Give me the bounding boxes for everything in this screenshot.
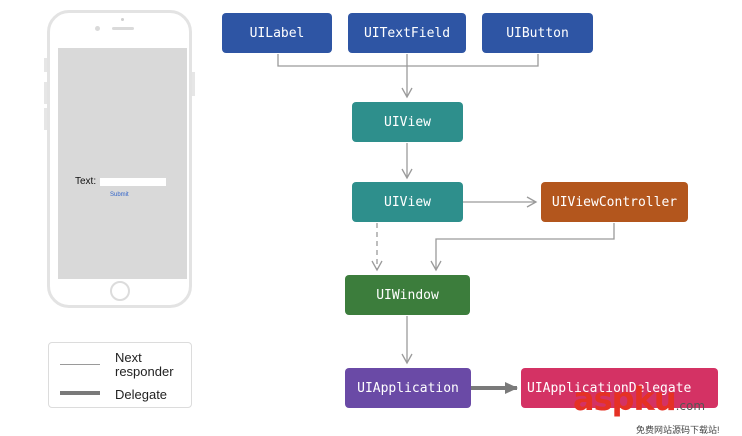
watermark-logo: aspku.com	[573, 383, 720, 422]
watermark-logo-text: aspku	[573, 380, 677, 418]
watermark: aspku.com 免费网站源码下载站!	[573, 383, 720, 436]
node-uiapplication: UIApplication	[345, 368, 471, 408]
phone-speaker	[112, 27, 134, 30]
submit-button[interactable]: Submit	[110, 192, 129, 198]
phone-screen: Text: Submit	[58, 48, 187, 279]
text-input-field[interactable]	[100, 178, 166, 186]
node-uiview-top: UIView	[352, 102, 463, 142]
node-uiview-middle: UIView	[352, 182, 463, 222]
node-uiwindow: UIWindow	[345, 275, 470, 315]
node-uiapplicationdelegate: UIApplicationDelegate	[521, 368, 718, 408]
phone-power-button	[192, 72, 195, 96]
node-uitextfield: UITextField	[348, 13, 466, 53]
phone-camera	[95, 26, 100, 31]
phone-volume-down	[44, 108, 47, 130]
legend-delegate-label: Delegate	[115, 387, 168, 402]
node-uibutton: UIButton	[482, 13, 593, 53]
text-field-label: Text:	[75, 176, 97, 187]
phone-sensor	[121, 18, 124, 21]
watermark-domain-suffix: .com	[675, 399, 706, 413]
watermark-slogan: 免费网站源码下载站!	[636, 425, 720, 435]
phone-home-button	[110, 281, 130, 301]
legend: Next responder Delegate	[48, 342, 192, 408]
bracket-view-classes	[277, 54, 539, 67]
delegate-line-sample	[60, 391, 100, 395]
phone-volume-up	[44, 82, 47, 104]
arrow-controller-to-window	[430, 223, 615, 272]
phone-mockup: Text: Submit	[47, 10, 192, 308]
node-uiviewcontroller: UIViewController	[541, 182, 688, 222]
node-uilabel: UILabel	[222, 13, 332, 53]
phone-mute-switch	[44, 58, 47, 72]
next-responder-line-sample	[60, 364, 100, 365]
legend-next-responder-label: Next responder	[115, 350, 174, 379]
